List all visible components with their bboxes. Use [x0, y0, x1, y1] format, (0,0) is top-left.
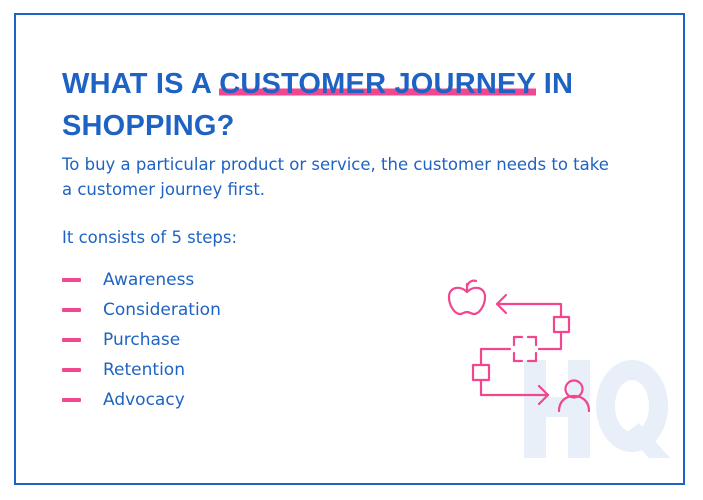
journey-illustration	[447, 279, 670, 458]
list-item: Advocacy	[62, 385, 221, 415]
arrow-left-icon	[495, 293, 563, 319]
list-item: Consideration	[62, 295, 221, 325]
person-icon	[557, 379, 591, 413]
list-item: Purchase	[62, 325, 221, 355]
title-highlight: CUSTOMER JOURNEY	[219, 68, 536, 100]
dash-icon	[62, 398, 81, 402]
title-part-1: WHAT IS A	[62, 68, 220, 100]
step-label: Consideration	[103, 300, 221, 320]
title-part-2: IN SHOPPING?	[62, 68, 574, 142]
steps-lead: It consists of 5 steps:	[62, 228, 238, 247]
dashed-square-icon	[512, 335, 538, 363]
apple-icon	[447, 279, 487, 316]
step-label: Purchase	[103, 330, 181, 350]
node-icon	[552, 315, 571, 334]
steps-list: Awareness Consideration Purchase Retenti…	[62, 265, 221, 415]
dash-icon	[62, 338, 81, 342]
intro-text: To buy a particular product or service, …	[62, 155, 609, 199]
dash-icon	[62, 368, 81, 372]
dash-icon	[62, 278, 81, 282]
hq-watermark-logo	[524, 360, 670, 458]
step-label: Awareness	[103, 270, 195, 290]
page-title: WHAT IS A CUSTOMER JOURNEY IN SHOPPING?	[62, 63, 622, 147]
info-card: WHAT IS A CUSTOMER JOURNEY IN SHOPPING? …	[14, 13, 685, 485]
node-icon	[471, 363, 491, 382]
step-label: Retention	[103, 360, 185, 380]
step-label: Advocacy	[103, 390, 185, 410]
arrow-right-icon	[479, 378, 550, 406]
list-item: Awareness	[62, 265, 221, 295]
list-item: Retention	[62, 355, 221, 385]
dash-icon	[62, 308, 81, 312]
